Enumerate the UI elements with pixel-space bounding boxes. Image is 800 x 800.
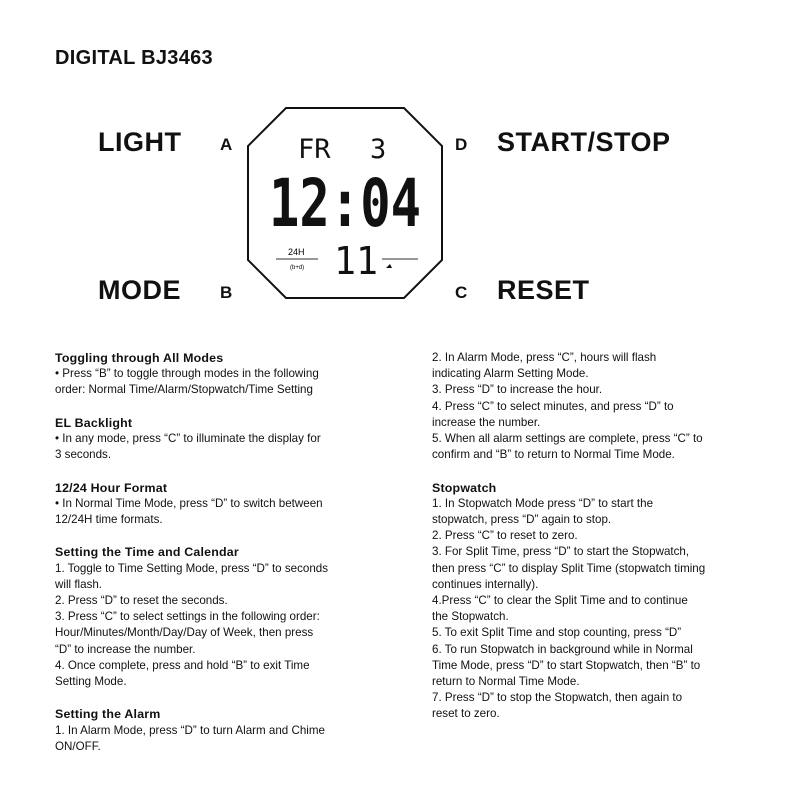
instruction-line: 1. In Stopwatch Mode press “D” to start … xyxy=(432,496,654,510)
button-b-letter: B xyxy=(220,283,233,302)
instruction-line: 7. Press “D” to stop the Stopwatch, then… xyxy=(432,691,683,705)
format-indicator: 24H xyxy=(288,247,305,257)
instruction-line: continues internally). xyxy=(432,577,539,591)
section-spacer xyxy=(432,463,762,479)
instruction-line: return to Normal Time Mode. xyxy=(432,675,580,689)
section-heading: 12/24 Hour Format xyxy=(55,480,168,495)
watch-display: FR 3 12:04 24H (b+d) 11 xyxy=(247,107,443,299)
button-a-letter: A xyxy=(220,135,233,154)
instruction-line: then press “C” to display Split Time (st… xyxy=(432,561,706,575)
section-heading: Toggling through All Modes xyxy=(55,351,224,365)
instruction-line: 2. Press “D” to reset the seconds. xyxy=(55,594,228,607)
instruction-line: • In any mode, press “C” to illuminate t… xyxy=(55,432,321,445)
time-readout: 12:04 xyxy=(269,165,421,242)
right-instructions-column: 2. In Alarm Mode, press “C”, hours will … xyxy=(432,350,762,723)
seconds-readout: 11 xyxy=(334,239,378,283)
light-button-label: LIGHT xyxy=(98,127,182,157)
instruction-line: 3. Press “C” to select settings in the f… xyxy=(55,610,320,624)
instruction-line: reset to zero. xyxy=(432,707,500,721)
section-heading: Setting the Alarm xyxy=(55,707,161,722)
start-stop-button-label: START/STOP xyxy=(497,127,671,157)
day-readout: FR xyxy=(298,134,331,165)
instruction-line: stopwatch, press “D” again to stop. xyxy=(432,513,612,527)
instruction-line: 3. Press “D” to increase the hour. xyxy=(432,383,603,397)
instruction-line: Setting Mode. xyxy=(55,675,127,689)
section-spacer xyxy=(55,399,385,415)
instruction-line: 1. In Alarm Mode, press “D” to turn Alar… xyxy=(55,723,325,737)
button-d-letter: D xyxy=(455,135,468,154)
instruction-line: indicating Alarm Setting Mode. xyxy=(432,367,589,381)
button-c-letter: C xyxy=(455,283,468,302)
instruction-line: 3 seconds. xyxy=(55,448,112,462)
mode-button-label: MODE xyxy=(98,275,181,305)
section-spacer xyxy=(55,690,385,706)
left-instructions-column: Toggling through All Modes • Press “B” to… xyxy=(55,350,385,755)
bell-icon xyxy=(386,264,392,268)
instruction-line: 12/24H time formats. xyxy=(55,513,163,526)
format-hint: (b+d) xyxy=(290,265,304,271)
instruction-line: 4. Once complete, press and hold “B” to … xyxy=(55,658,310,672)
instruction-line: 5. To exit Split Time and stop counting,… xyxy=(432,626,682,640)
instruction-line: • In Normal Time Mode, press “D” to swit… xyxy=(55,496,323,510)
section-heading: Stopwatch xyxy=(432,480,497,495)
instruction-line: 5. When all alarm settings are complete,… xyxy=(432,432,703,446)
section-spacer xyxy=(55,463,385,479)
reset-button-label: RESET xyxy=(497,275,590,305)
instruction-line: 2. In Alarm Mode, press “C”, hours will … xyxy=(432,351,657,364)
instruction-line: “D” to increase the number. xyxy=(55,642,196,656)
instruction-line: 3. For Split Time, press “D” to start th… xyxy=(432,545,690,559)
section-heading: Setting the Time and Calendar xyxy=(55,545,239,560)
instruction-line: • Press “B” to toggle through modes in t… xyxy=(55,367,319,381)
instruction-line: Hour/Minutes/Month/Day/Day of Week, then… xyxy=(55,626,314,640)
instruction-line: the Stopwatch. xyxy=(432,610,509,624)
instruction-line: ON/OFF. xyxy=(55,739,101,753)
instruction-line: 4. Press “C” to select minutes, and pres… xyxy=(432,399,674,413)
page-title: DIGITAL BJ3463 xyxy=(55,47,213,69)
instruction-line: 4.Press “C” to clear the Split Time and … xyxy=(432,594,688,608)
instruction-line: 2. Press “C” to reset to zero. xyxy=(432,529,578,543)
instruction-line: increase the number. xyxy=(432,415,541,429)
section-spacer xyxy=(55,528,385,544)
instruction-line: 6. To run Stopwatch in background while … xyxy=(432,642,693,656)
instruction-line: confirm and “B” to return to Normal Time… xyxy=(432,448,675,462)
date-readout: 3 xyxy=(370,134,386,165)
watch-face-outline xyxy=(247,107,443,299)
instruction-line: order: Normal Time/Alarm/Stopwatch/Time … xyxy=(55,383,313,397)
section-heading: EL Backlight xyxy=(55,415,133,430)
instruction-line: Time Mode, press “D” to start Stopwatch,… xyxy=(432,658,701,672)
instruction-line: will flash. xyxy=(55,577,103,591)
instruction-line: 1. Toggle to Time Setting Mode, press “D… xyxy=(55,561,329,575)
